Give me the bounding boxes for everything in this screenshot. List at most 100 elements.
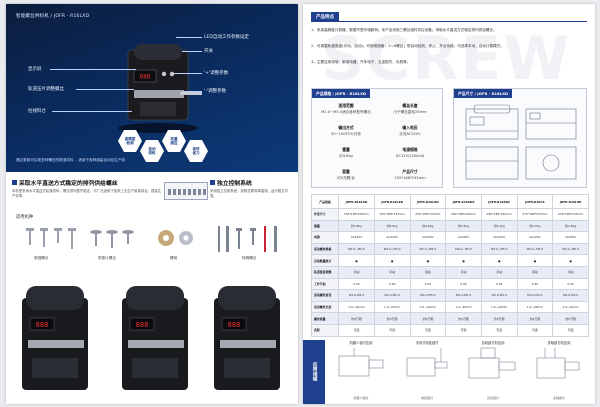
table-cell: 自动: [409, 265, 447, 279]
table-row: 自动数量统计●●●●●●●: [310, 254, 589, 267]
table-cell: 255*188*233mm: [373, 208, 411, 221]
table-cell: 手动: [552, 265, 589, 279]
table-cell: 约5万颗: [445, 312, 482, 325]
screw-group-special: 特殊螺丝: [212, 224, 292, 262]
table-cell: ●: [516, 254, 554, 267]
table-cell: 约5万颗: [480, 312, 518, 325]
spec-weight: 重量约4.8kg: [339, 147, 353, 158]
table-row-header: 选配: [310, 323, 340, 337]
svg-text:888: 888: [36, 321, 49, 329]
table-cell: 手动: [445, 265, 482, 279]
callout-led-setting: LED自动工作参数设定: [204, 35, 249, 40]
table-cell: 255*188*233mm: [409, 208, 447, 221]
table-row-header: 电源: [310, 231, 340, 244]
screw-group-nut: 螺母: [152, 224, 202, 262]
table-cell: 可选: [480, 323, 518, 337]
table-cell: M2.0~M5.0: [445, 242, 482, 256]
table-cell: 约4.8kg: [409, 219, 447, 233]
table-cell: M2.0-M5.0: [445, 289, 482, 302]
feature-line-3: 3、主要应用领域：家用电器、汽车电子、五金配件、玩具等。: [311, 60, 411, 64]
table-cell: 0.5S: [480, 277, 518, 291]
table-cell: 可选: [373, 323, 411, 337]
table-cell: 0.5S: [338, 277, 375, 291]
table-cell: 260*188*240mm: [480, 208, 518, 221]
table-cell: 1.0~20mm: [445, 300, 482, 314]
table-cell: 0.5S: [373, 277, 411, 291]
table-cell: AC220V: [409, 231, 447, 244]
table-cell: 约5万颗: [516, 312, 554, 325]
hex-badge-auto: 自动 供料: [140, 140, 164, 162]
table-cell: ●: [480, 254, 518, 267]
table-cell: 1.0~20mm: [480, 300, 518, 314]
table-cell: 约5.2kg: [480, 219, 518, 233]
table-cell: 260*188*240mm: [445, 208, 482, 221]
table-cell: AC220V: [552, 231, 589, 244]
callout-display: 显示屏: [28, 67, 42, 72]
table-row-header: 适用螺丝规格: [310, 242, 340, 256]
table-cell: 255*188*233mm: [338, 208, 375, 221]
table-cell: 约4.8kg: [373, 219, 411, 233]
table-row: 螺丝容量约5万颗约5万颗约5万颗约5万颗约5万颗约5万颗约5万颗: [310, 312, 589, 325]
table-row-header: 重量: [310, 219, 340, 233]
table-cell: 1.0~20mm: [516, 300, 554, 314]
table-row: 选配可选可选可选可选可选可选可选: [310, 323, 589, 337]
hero-footnote: 通过参数可实现多种螺丝的精准供料 ，适用于各种组装自动化生产线: [16, 158, 125, 162]
table-header: JOFR-R16XDS: [445, 194, 482, 209]
table-row-header: 适用螺丝直径: [310, 289, 340, 302]
table-cell: 0.5S: [409, 277, 447, 291]
table-cell: AC220V: [373, 231, 411, 244]
table-cell: 约5万颗: [409, 312, 447, 325]
section-tag-features: 产品特点: [311, 12, 339, 21]
hero-banner: 智能螺丝供料机 / JOFR · R16LXD 888 LED自动工作参数设定 …: [6, 4, 298, 172]
table-row-header: 适用螺丝长度: [310, 300, 340, 314]
table-cell: 可选: [445, 323, 482, 337]
table-header: JOFR-R16LXD: [552, 194, 589, 209]
table-cell: 约5万颗: [338, 312, 375, 325]
product-photo-3: 888: [214, 286, 280, 390]
watermark-text: SCREW: [321, 24, 572, 94]
feeder-machine-image: 888: [118, 44, 202, 133]
table-cell: ●: [552, 254, 589, 267]
table-cell: 255*188*233mm: [552, 208, 589, 221]
left-page: 智能螺丝供料机 / JOFR · R16LXD 888 LED自动工作参数设定 …: [6, 4, 298, 404]
table-cell: 手动: [480, 265, 518, 279]
feature-line-2: 2、可调整轨道宽度(手动、自动)；可使用规格：1～8螺丝；带自动检测、停止、开合…: [311, 44, 504, 48]
spec-length: 螺丝长度小于螺丝直径25mm: [393, 103, 427, 114]
table-cell: M2.0~M5.0: [516, 242, 554, 256]
table-cell: 约5万颗: [552, 312, 589, 325]
table-cell: M2.0~M5.0: [552, 242, 589, 256]
table-cell: 1.0~20mm: [409, 300, 447, 314]
table-cell: M2.0~M5.0: [373, 242, 411, 256]
table-row-header: 螺丝容量: [310, 312, 340, 325]
application-handheld: 手持式电批锁付 电批锁付: [395, 341, 459, 402]
table-cell: 可选: [409, 323, 447, 337]
table-cell: 自动: [516, 265, 554, 279]
callout-plus: '+'调整参数: [204, 71, 229, 76]
feature-line-1: 1、采用高精度计算器，数据不受环境影响；本产品采用三螺丝组件供应设备；采取水平直…: [311, 28, 497, 32]
feed-rail-image: [164, 182, 208, 200]
hex-badge-save: 省时 省力: [184, 140, 208, 162]
table-cell: 1.0~20mm: [373, 300, 411, 314]
table-cell: M2.0-M5.0: [480, 289, 518, 302]
spec-voltage: 输入电压交流AC220V: [399, 125, 421, 136]
table-cell: 可选: [338, 323, 375, 337]
callout-hopper: 拉线料仓: [28, 109, 46, 114]
table-cell: 可选: [552, 323, 589, 337]
table-header: JOFR-R16CX: [516, 194, 554, 209]
callout-rail-screw: 轨道压片调整螺丝: [28, 87, 64, 92]
table-cell: 0.5S: [516, 277, 554, 291]
applications-label: 应用领域: [303, 340, 325, 404]
product-photo-1: 888: [22, 286, 88, 390]
dimension-panel: 产品尺寸 / JOFR · R16LXD: [453, 88, 587, 188]
table-row-header: 轨道宽度调整: [310, 265, 340, 279]
table-cell: ●: [373, 254, 411, 267]
